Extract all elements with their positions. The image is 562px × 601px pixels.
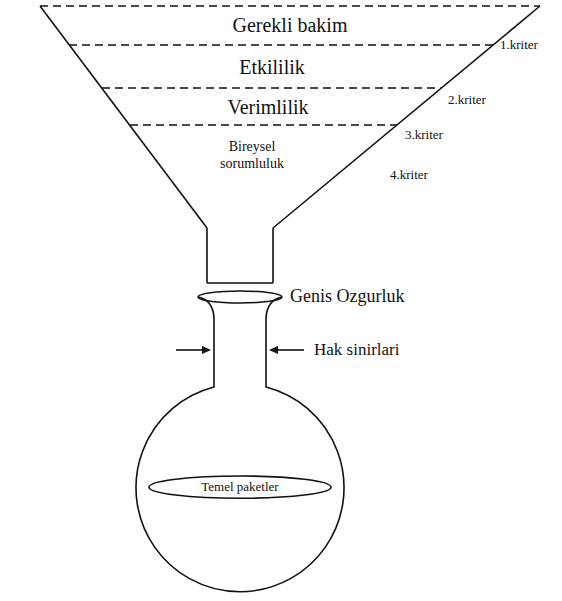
criterion-label: 4.kriter: [390, 167, 428, 183]
funnel-spout: [272, 228, 274, 283]
criterion-label: 3.kriter: [405, 127, 443, 143]
funnel-band: Gerekli bakim: [227, 11, 354, 40]
funnel-right-side: [273, 6, 540, 228]
arrow-head: [202, 346, 211, 354]
flask-outline: [136, 297, 344, 592]
node-text: Temel paketler: [201, 479, 278, 495]
limits-label: Hak sinirlari: [314, 340, 399, 360]
flask-mouth-oval: [198, 291, 282, 303]
funnel-spout: [206, 228, 208, 283]
base-ellipse: Temel paketler: [148, 475, 332, 499]
node-text: Gerekli bakim: [233, 13, 348, 38]
neck-arrow: [176, 349, 204, 351]
ellipse-shape: [149, 476, 331, 498]
funnel-band: Etkililik: [233, 53, 311, 82]
arrow-head: [269, 346, 278, 354]
funnel-top-dashed: [40, 5, 540, 7]
funnel-band: Bireysel sorumluluk: [198, 136, 306, 175]
funnel-band: Verimlilik: [221, 93, 314, 122]
band-divider: [102, 87, 441, 89]
freedom-label: Genis Ozgurluk: [290, 286, 404, 307]
criterion-label: 2.kriter: [448, 92, 486, 108]
neck-arrow: [276, 349, 304, 351]
criterion-label: 1.kriter: [500, 37, 538, 53]
band-divider: [69, 44, 493, 46]
funnel-left-side: [40, 6, 207, 228]
band-divider: [130, 124, 397, 126]
node-text: Etkililik: [239, 55, 305, 80]
node-text: Verimlilik: [227, 95, 308, 120]
node-text: Bireysel sorumluluk: [204, 138, 300, 173]
funnel-spout: [207, 282, 273, 284]
